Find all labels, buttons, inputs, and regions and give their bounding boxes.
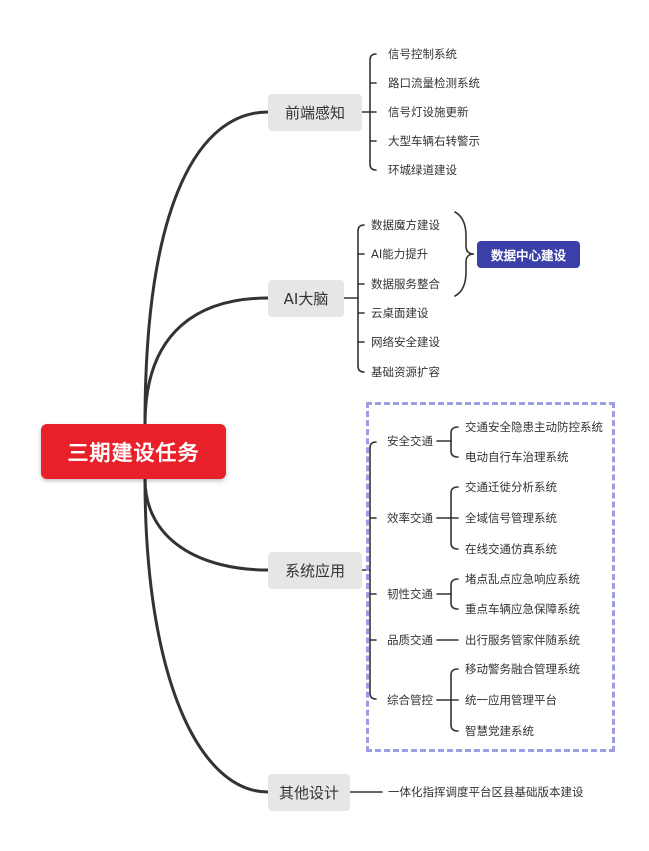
leaf-traffic-simulation[interactable]: 在线交通仿真系统 [465, 542, 557, 556]
system-apps-group-frame [366, 402, 615, 752]
leaf-ai-capability[interactable]: AI能力提升 [371, 247, 429, 261]
leaf-migration-analysis[interactable]: 交通迁徙分析系统 [465, 480, 557, 494]
leaf-data-service[interactable]: 数据服务整合 [371, 277, 440, 291]
leaf-intersection-flow[interactable]: 路口流量检测系统 [388, 76, 480, 90]
leaf-base-resources[interactable]: 基础资源扩容 [371, 365, 440, 379]
connector-root-system [143, 477, 270, 572]
leaf-signal-light-update[interactable]: 信号灯设施更新 [388, 105, 469, 119]
branch-frontend-perception[interactable]: 前端感知 [268, 94, 362, 131]
subgroup-integrated-control[interactable]: 综合管控 [387, 693, 433, 707]
connector-root-ai [143, 296, 270, 426]
leaf-ebike-governance[interactable]: 电动自行车治理系统 [465, 450, 569, 464]
branch-system-apps[interactable]: 系统应用 [268, 552, 362, 589]
subgroup-quality-traffic[interactable]: 品质交通 [387, 633, 433, 647]
leaf-congestion-response[interactable]: 堵点乱点应急响应系统 [465, 572, 580, 586]
connector-root-other [143, 477, 270, 794]
subgroup-safety-traffic[interactable]: 安全交通 [387, 434, 433, 448]
root-node[interactable]: 三期建设任务 [41, 424, 226, 479]
branch-other-design[interactable]: 其他设计 [268, 774, 350, 811]
subgroup-efficiency-traffic[interactable]: 效率交通 [387, 511, 433, 525]
leaf-signal-management[interactable]: 全域信号管理系统 [465, 511, 557, 525]
leaf-signal-control[interactable]: 信号控制系统 [388, 47, 457, 61]
branch-ai-brain[interactable]: AI大脑 [268, 280, 344, 317]
leaf-safety-hazard[interactable]: 交通安全隐患主动防控系统 [465, 420, 603, 434]
subgroup-resilience-traffic[interactable]: 韧性交通 [387, 587, 433, 601]
leaf-network-security[interactable]: 网络安全建设 [371, 335, 440, 349]
leaf-unified-app-platform[interactable]: 统一应用管理平台 [465, 693, 557, 707]
connector-root-frontend [143, 110, 270, 426]
leaf-party-building[interactable]: 智慧党建系统 [465, 724, 534, 738]
leaf-cloud-desktop[interactable]: 云桌面建设 [371, 306, 429, 320]
leaf-mobile-police[interactable]: 移动警务融合管理系统 [465, 662, 580, 676]
leaf-command-dispatch[interactable]: 一体化指挥调度平台区县基础版本建设 [388, 785, 584, 799]
leaf-large-vehicle-warning[interactable]: 大型车辆右转警示 [388, 134, 480, 148]
data-center-badge[interactable]: 数据中心建设 [477, 241, 580, 268]
leaf-key-vehicle-support[interactable]: 重点车辆应急保障系统 [465, 602, 580, 616]
leaf-greenway[interactable]: 环城绿道建设 [388, 163, 457, 177]
leaf-travel-service[interactable]: 出行服务管家伴随系统 [465, 633, 580, 647]
leaf-data-cube[interactable]: 数据魔方建设 [371, 218, 440, 232]
